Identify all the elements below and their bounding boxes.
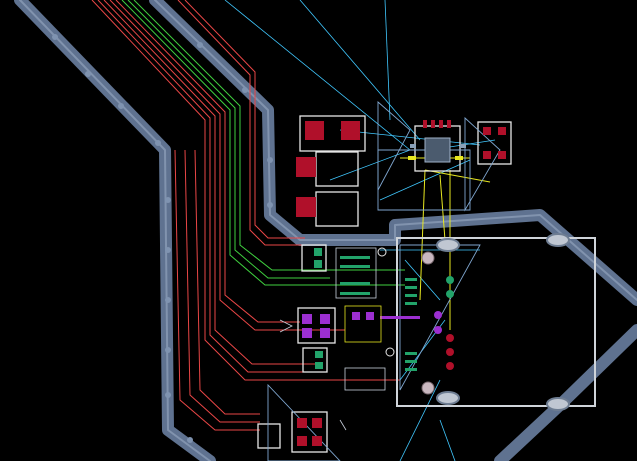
connector-pins — [377, 247, 454, 395]
via-icon[interactable] — [165, 197, 171, 203]
via-icon[interactable] — [377, 247, 387, 257]
smd-pad[interactable] — [297, 418, 307, 428]
pcb-footprint-icon[interactable] — [299, 115, 366, 152]
mounting-hole-icon[interactable] — [546, 233, 570, 247]
via-icon[interactable] — [446, 348, 454, 356]
mounting-hole-icon[interactable] — [546, 397, 570, 411]
via-icon[interactable] — [434, 326, 442, 334]
smd-pad[interactable] — [455, 156, 463, 160]
pcb-footprint-icon[interactable] — [414, 125, 461, 172]
ground-track-upper-highlight — [154, 0, 637, 301]
pcb-footprint-icon[interactable] — [291, 411, 328, 453]
via-icon[interactable] — [267, 157, 273, 163]
smd-pad[interactable] — [302, 314, 312, 324]
smd-pad[interactable] — [483, 127, 491, 135]
smd-pad[interactable] — [423, 120, 427, 128]
smd-pad[interactable] — [296, 197, 316, 217]
smd-pad[interactable] — [439, 120, 443, 128]
via-icon[interactable] — [155, 140, 161, 146]
smd-pad[interactable] — [320, 314, 330, 324]
smd-pad[interactable] — [297, 436, 307, 446]
signal-traces-red — [91, 0, 400, 431]
ic-body[interactable] — [408, 137, 466, 163]
pads-red — [296, 120, 506, 446]
smd-pad[interactable] — [302, 328, 312, 338]
ground-track-lower[interactable] — [494, 324, 637, 461]
via-icon[interactable] — [197, 42, 203, 48]
via-icon[interactable] — [242, 87, 248, 93]
via-icon[interactable] — [446, 362, 454, 370]
via-icon[interactable] — [434, 311, 442, 319]
via-icon[interactable] — [187, 437, 193, 443]
via-icon[interactable] — [165, 392, 171, 398]
via-icon[interactable] — [446, 276, 454, 284]
smd-pad[interactable] — [352, 312, 360, 320]
via-icon[interactable] — [421, 381, 435, 395]
via-icon[interactable] — [267, 202, 273, 208]
smd-pad[interactable] — [312, 436, 322, 446]
via-icon[interactable] — [421, 251, 435, 265]
pcb-footprint-icon[interactable] — [257, 423, 281, 449]
via-icon[interactable] — [165, 247, 171, 253]
smd-pad[interactable] — [315, 362, 323, 369]
smd-pad[interactable] — [320, 328, 330, 338]
pcb-footprint-icon[interactable] — [315, 191, 359, 227]
pads-purple — [302, 311, 442, 338]
via-icon[interactable] — [165, 297, 171, 303]
ratsnest-lines — [224, 0, 496, 461]
smd-pad[interactable] — [296, 157, 316, 177]
ground-pour-tracks — [14, 0, 637, 461]
smd-pad[interactable] — [312, 418, 322, 428]
smd-pad[interactable] — [314, 260, 322, 268]
footprints — [257, 115, 596, 453]
smd-pad[interactable] — [315, 351, 323, 358]
mounting-hole-icon[interactable] — [436, 391, 460, 405]
connector-outline[interactable] — [396, 237, 596, 407]
smd-pad[interactable] — [305, 121, 324, 140]
mounting-holes — [436, 233, 570, 411]
via-icon[interactable] — [118, 103, 124, 109]
smd-pad[interactable] — [431, 120, 435, 128]
smd-pad[interactable] — [498, 127, 506, 135]
pcb-footprint-icon[interactable] — [301, 244, 327, 272]
pcb-footprint-icon[interactable] — [302, 347, 328, 373]
ground-track-left[interactable] — [14, 0, 216, 461]
smd-pad[interactable] — [366, 312, 374, 320]
pcb-footprint-icon[interactable] — [297, 307, 336, 344]
via-icon[interactable] — [446, 334, 454, 342]
via-icon[interactable] — [52, 34, 58, 40]
smd-pad[interactable] — [447, 120, 451, 128]
via-icon[interactable] — [85, 71, 91, 77]
courtyard-outlines — [267, 101, 501, 461]
smd-pad[interactable] — [460, 144, 466, 148]
silkscreen-details — [279, 247, 386, 431]
pcb-footprint-icon[interactable] — [477, 121, 512, 165]
pads-green — [314, 248, 454, 371]
pcb-footprint-icon[interactable] — [315, 151, 359, 187]
smd-pad[interactable] — [498, 151, 506, 159]
stitching-vias — [52, 34, 273, 443]
mounting-hole-icon[interactable] — [436, 238, 460, 252]
smd-pad[interactable] — [483, 151, 491, 159]
via-icon[interactable] — [385, 347, 395, 357]
via-icon[interactable] — [446, 290, 454, 298]
via-icon[interactable] — [165, 347, 171, 353]
smd-pad[interactable] — [408, 156, 416, 160]
smd-pad[interactable] — [314, 248, 322, 256]
ground-track-left-highlight — [19, 0, 211, 461]
smd-pad[interactable] — [410, 144, 416, 148]
smd-pad[interactable] — [341, 121, 360, 140]
